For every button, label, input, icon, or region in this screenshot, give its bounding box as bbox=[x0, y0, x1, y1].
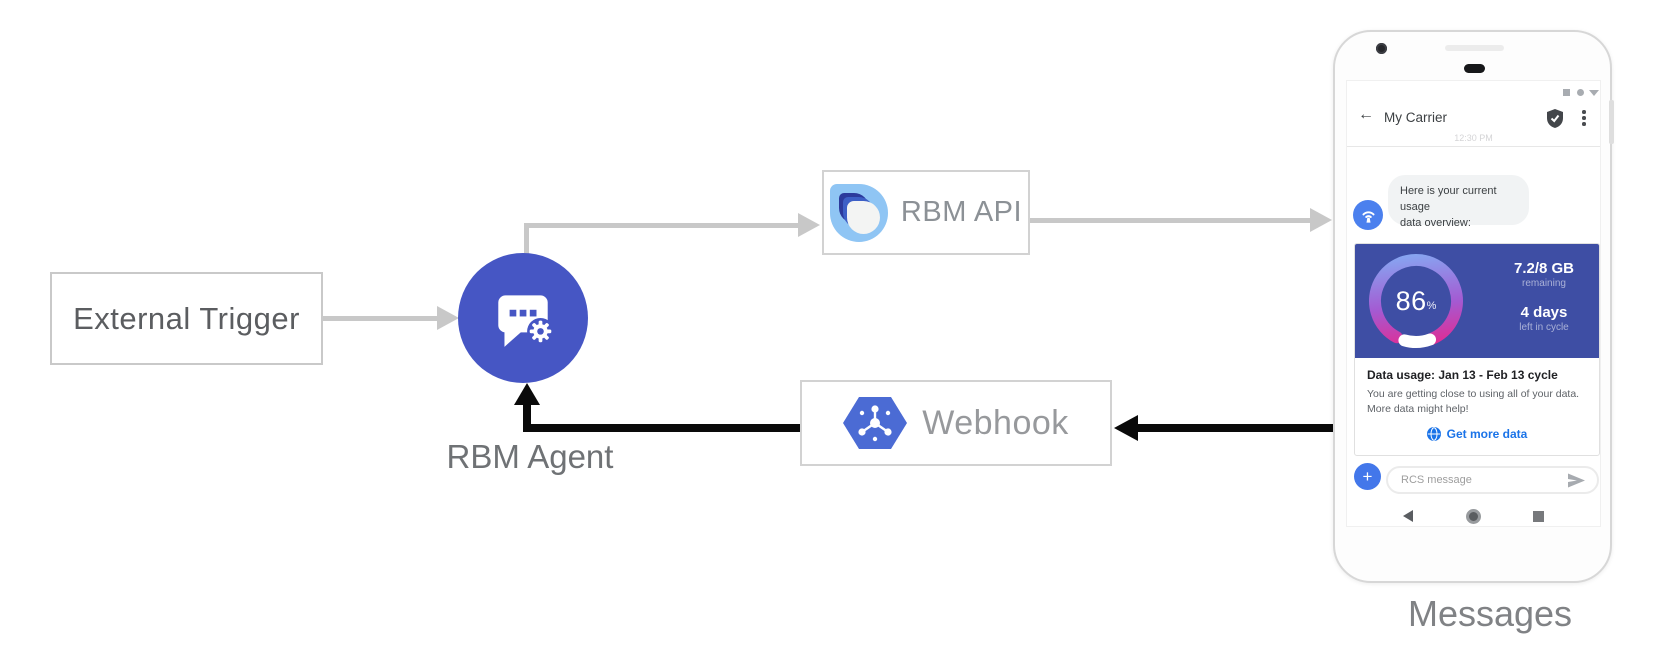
earpiece bbox=[1464, 64, 1485, 73]
bubble-line2: data overview: bbox=[1400, 216, 1471, 229]
arrow-agent-to-api-vertical bbox=[524, 226, 529, 256]
send-icon[interactable] bbox=[1567, 473, 1586, 488]
nav-home-button[interactable] bbox=[1466, 509, 1481, 524]
usage-card-body: Data usage: Jan 13 - Feb 13 cycle You ar… bbox=[1355, 358, 1599, 455]
usage-card-hero: 86 % 7.2/8 GB remaining 4 days left in c… bbox=[1355, 244, 1599, 358]
conversation-title: My Carrier bbox=[1384, 110, 1447, 125]
webhook-node: Webhook bbox=[800, 380, 1112, 466]
bubble-line1: Here is your current usage bbox=[1400, 185, 1497, 213]
antenna-icon bbox=[1361, 210, 1375, 223]
plus-icon: + bbox=[1362, 466, 1373, 486]
message-timestamp: 12:30 PM bbox=[1454, 133, 1493, 143]
rbm-api-node: RBM API bbox=[822, 170, 1030, 255]
volume-button bbox=[1609, 100, 1614, 144]
usage-card-text-line1: You are getting close to using all of yo… bbox=[1367, 388, 1580, 400]
rcs-message-input[interactable]: RCS message bbox=[1386, 466, 1599, 494]
days-left-label: left in cycle bbox=[1519, 322, 1569, 333]
header-divider bbox=[1347, 146, 1600, 147]
days-left-value: 4 days bbox=[1520, 304, 1568, 321]
status-wifi-icon bbox=[1589, 90, 1599, 96]
status-battery-icon bbox=[1577, 89, 1584, 96]
status-signal-icon bbox=[1563, 89, 1570, 96]
usage-card-title: Data usage: Jan 13 - Feb 13 cycle bbox=[1367, 368, 1558, 382]
phone-screen: ← My Carrier 12:30 PM Here is yo bbox=[1346, 80, 1601, 527]
arrow-trigger-to-agent bbox=[323, 316, 438, 321]
arrowhead-agent-to-api bbox=[798, 213, 820, 237]
nav-back-button[interactable] bbox=[1403, 510, 1413, 522]
chat-bubble-gear-icon bbox=[498, 295, 554, 347]
usage-card-text-line2: More data might help! bbox=[1367, 403, 1469, 416]
verified-shield-icon bbox=[1547, 109, 1563, 133]
arrowhead-phone-to-webhook bbox=[1114, 415, 1138, 441]
speaker-slot bbox=[1445, 45, 1504, 51]
overflow-menu-icon[interactable] bbox=[1582, 110, 1586, 126]
arrowhead-trigger-to-agent bbox=[437, 306, 459, 330]
remaining-label: remaining bbox=[1522, 278, 1566, 289]
arrow-api-to-phone bbox=[1030, 218, 1312, 223]
gauge-percent-unit: % bbox=[1426, 300, 1437, 312]
arrow-phone-to-webhook bbox=[1136, 424, 1333, 432]
carrier-avatar bbox=[1353, 200, 1383, 230]
external-trigger-label: External Trigger bbox=[73, 300, 300, 336]
agent-message-bubble: Here is your current usage data overview… bbox=[1388, 175, 1529, 229]
arrow-agent-to-api-horizontal bbox=[524, 223, 800, 228]
arrow-webhook-to-agent-horizontal bbox=[523, 424, 800, 432]
pubsub-hexagon-icon bbox=[843, 397, 908, 449]
get-more-data-label: Get more data bbox=[1446, 427, 1528, 442]
external-trigger-node: External Trigger bbox=[50, 272, 323, 365]
front-camera bbox=[1376, 43, 1387, 54]
rbm-agent-label: RBM Agent bbox=[446, 438, 614, 475]
arrowhead-webhook-to-agent bbox=[514, 383, 540, 405]
attach-plus-button[interactable]: + bbox=[1354, 463, 1381, 490]
rbm-api-logo-icon bbox=[829, 183, 888, 242]
phone-mockup: ← My Carrier 12:30 PM Here is yo bbox=[1333, 30, 1614, 583]
gauge-percent: 86 bbox=[1395, 285, 1427, 316]
remaining-value: 7.2/8 GB bbox=[1513, 260, 1575, 277]
get-more-data-button[interactable]: Get more data bbox=[1367, 427, 1587, 442]
usage-rich-card: 86 % 7.2/8 GB remaining 4 days left in c… bbox=[1354, 243, 1600, 457]
globe-icon bbox=[1426, 427, 1441, 442]
nav-recents-button[interactable] bbox=[1533, 511, 1544, 522]
back-arrow-icon[interactable]: ← bbox=[1358, 106, 1374, 123]
messages-app-label: Messages bbox=[1407, 593, 1573, 634]
usage-gauge: 86 % bbox=[1365, 250, 1467, 352]
rcs-message-placeholder: RCS message bbox=[1401, 474, 1472, 486]
rbm-api-label: RBM API bbox=[900, 196, 1023, 228]
arrowhead-api-to-phone bbox=[1310, 208, 1332, 232]
arrow-webhook-to-agent-vertical bbox=[523, 404, 531, 428]
webhook-label: Webhook bbox=[922, 403, 1069, 442]
rbm-agent-node bbox=[458, 253, 588, 383]
